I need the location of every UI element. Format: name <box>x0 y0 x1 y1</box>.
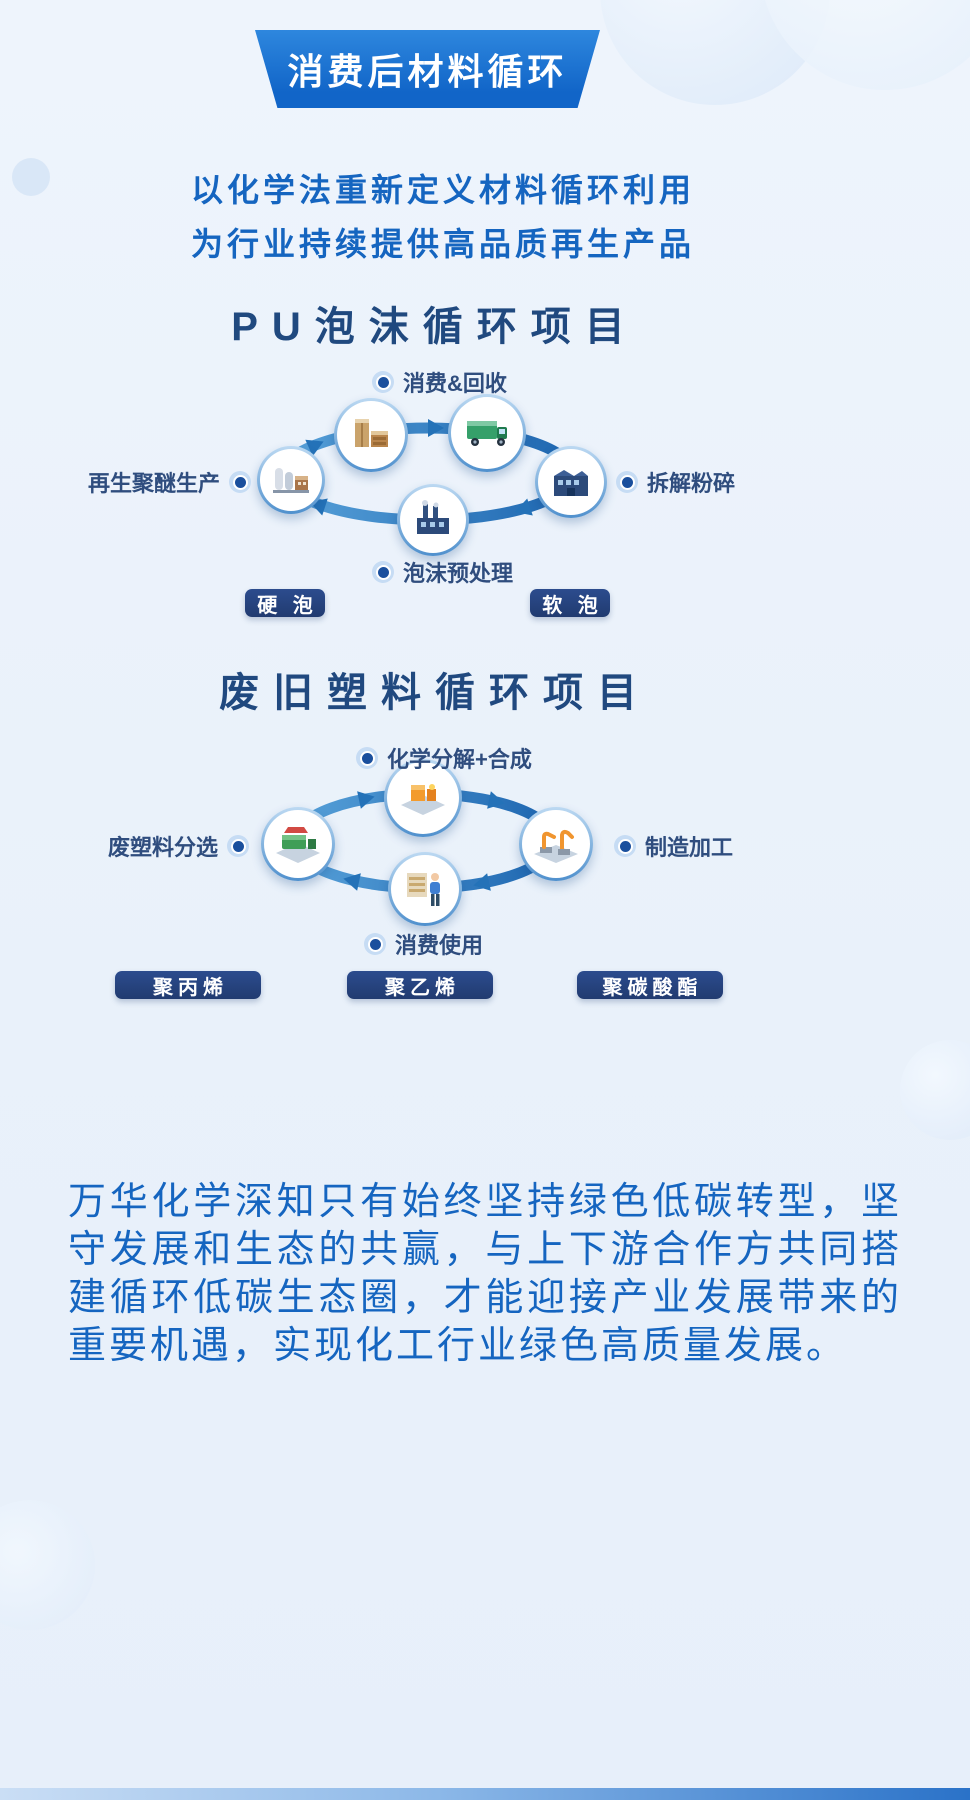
step-text: 消费&回收 <box>403 371 507 396</box>
plastic-cycle-diagram: 化学分解+合成 制造加工 消费使用 废塑料分选 <box>0 720 970 980</box>
bullet-icon <box>616 471 638 493</box>
pu-cycle-diagram: 消费&回收 拆解粉碎 泡沫预处理 再生聚醚生产 <box>0 360 970 600</box>
step-consumption-recycling: 消费&回收 <box>372 366 507 398</box>
step-pretreatment: 泡沫预处理 <box>372 556 513 588</box>
pretreatment-plant-icon <box>417 500 449 534</box>
tag-polycarbonate: 聚碳酸酯 <box>577 971 723 999</box>
intro-line-2: 为行业持续提供高品质再生产品 <box>190 226 695 262</box>
furniture-icon <box>355 419 388 447</box>
bullet-icon <box>372 561 394 583</box>
node-polyether-production <box>257 446 325 514</box>
dismantling-factory-icon <box>554 470 588 496</box>
consumer-icon <box>407 873 440 906</box>
section-banner: 消费后材料循环 <box>255 30 600 108</box>
bullet-icon <box>614 835 636 857</box>
step-plastic-sorting: 废塑料分选 <box>108 830 250 862</box>
step-dismantling: 拆解粉碎 <box>616 466 735 498</box>
plastic-cycle-title: 废旧塑料循环项目 <box>219 671 651 715</box>
closing-paragraph: 万华化学深知只有始终坚持绿色低碳转型，坚守发展和生态的共赢，与上下游合作方共同搭… <box>68 1181 902 1367</box>
step-text: 废塑料分选 <box>108 835 219 860</box>
node-recycling-truck <box>448 394 526 472</box>
decor-circle-top-right <box>600 0 830 105</box>
decor-circle-bottom-left <box>0 1500 95 1630</box>
step-chemical-decomposition: 化学分解+合成 <box>356 742 532 774</box>
intro-line-1: 以化学法重新定义材料循环利用 <box>190 172 695 208</box>
node-manufacturing <box>519 807 593 881</box>
tag-polyethylene: 聚乙烯 <box>347 971 493 999</box>
bullet-icon <box>356 747 378 769</box>
node-chemical-decomposition <box>384 759 462 837</box>
bullet-icon <box>229 471 252 493</box>
manufacturing-robot-icon <box>534 829 578 863</box>
node-consumption <box>334 398 408 472</box>
banner-title: 消费后材料循环 <box>287 51 568 92</box>
decor-circle-right <box>900 1040 970 1140</box>
step-text: 制造加工 <box>645 835 734 860</box>
tag-polypropylene: 聚丙烯 <box>115 971 261 999</box>
bullet-icon <box>372 371 394 393</box>
tag-flexible-foam: 软 泡 <box>530 589 610 617</box>
step-text: 消费使用 <box>395 933 484 958</box>
footer-accent-bar <box>0 1788 970 1800</box>
polyether-plant-icon <box>273 468 309 493</box>
decor-circle-top-corner <box>760 0 970 90</box>
step-text: 化学分解+合成 <box>387 747 532 772</box>
node-dismantling <box>535 446 607 518</box>
node-consumer-use <box>388 852 462 926</box>
step-text: 拆解粉碎 <box>647 471 736 496</box>
step-text: 泡沫预处理 <box>403 561 514 586</box>
intro-text: 以化学法重新定义材料循环利用 为行业持续提供高品质再生产品 <box>0 163 886 271</box>
step-text: 再生聚醚生产 <box>88 471 221 496</box>
sorting-machine-icon <box>276 827 320 863</box>
step-polyether-production: 再生聚醚生产 <box>88 466 252 498</box>
node-plastic-sorting <box>261 807 335 881</box>
pu-cycle-title: PU泡沫循环项目 <box>231 305 639 349</box>
step-consumer-use: 消费使用 <box>364 928 483 960</box>
bullet-icon <box>227 835 250 857</box>
chemical-plant-icon <box>401 784 445 815</box>
bullet-icon <box>364 933 386 955</box>
tag-rigid-foam: 硬 泡 <box>245 589 325 617</box>
recycling-truck-icon <box>467 421 507 446</box>
step-manufacturing: 制造加工 <box>614 830 733 862</box>
node-pretreatment <box>397 484 469 556</box>
